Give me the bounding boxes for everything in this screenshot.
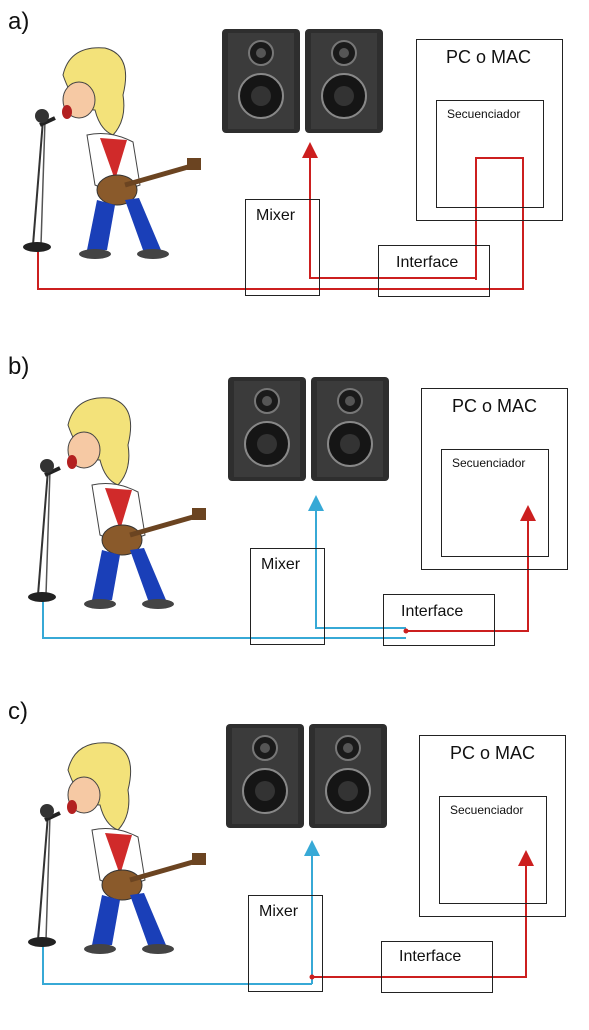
pc-label: PC o MAC — [450, 743, 536, 763]
panel-c: c) — [0, 690, 589, 1030]
studio-monitor-speaker-icon — [222, 29, 300, 133]
mixer-box — [245, 199, 320, 296]
pc-label: PC o MAC — [452, 396, 538, 416]
mixer-label: Mixer — [259, 903, 299, 920]
mixer-label: Mixer — [261, 556, 301, 573]
monitor-output-red — [302, 142, 476, 279]
sequencer-box — [441, 449, 549, 557]
interface-label: Interface — [401, 603, 464, 620]
singer-guitarist-illustration — [15, 40, 205, 270]
studio-monitor-speaker-icon — [305, 29, 383, 133]
signal-wiring — [42, 495, 536, 639]
microphone-stand-icon — [28, 459, 61, 602]
mic-cable-blue — [42, 945, 312, 985]
panel-label: c) — [8, 698, 28, 725]
pc-box — [421, 388, 568, 570]
pc-label: PC o MAC — [446, 47, 532, 67]
mixer-box — [248, 895, 323, 992]
pc-box — [416, 39, 563, 221]
interface-box — [383, 594, 495, 646]
singer-guitarist-illustration — [20, 390, 210, 620]
pc-box — [419, 735, 566, 917]
signal-wiring — [37, 142, 524, 290]
studio-monitor-speaker-icon — [309, 724, 387, 828]
sequencer-label: Secuenciador — [452, 456, 526, 470]
mixer-to-pc-red — [312, 850, 534, 978]
signal-wiring — [42, 840, 534, 985]
sequencer-box — [439, 796, 547, 904]
interface-label: Interface — [399, 948, 462, 965]
mic-cable-red — [37, 157, 524, 290]
studio-monitor-speaker-icon — [228, 377, 306, 481]
interface-to-pc-red — [406, 505, 536, 632]
studio-monitor-speaker-icon — [311, 377, 389, 481]
singer-guitarist-illustration — [20, 735, 210, 965]
sequencer-label: Secuenciador — [450, 803, 524, 817]
interface-label: Interface — [396, 254, 459, 271]
panel-b: b) — [0, 345, 589, 685]
mixer-box — [250, 548, 325, 645]
microphone-stand-icon — [28, 804, 61, 947]
studio-monitor-speaker-icon — [226, 724, 304, 828]
panel-label: b) — [8, 353, 30, 380]
mic-cable-blue — [42, 600, 406, 639]
panel-a: a) — [0, 0, 589, 340]
sequencer-box — [436, 100, 544, 208]
sequencer-label: Secuenciador — [447, 107, 521, 121]
interface-box — [381, 941, 493, 993]
monitor-output-blue — [308, 495, 406, 629]
microphone-stand-icon — [23, 109, 56, 252]
mixer-label: Mixer — [256, 207, 296, 224]
interface-box — [378, 245, 490, 297]
panel-label: a) — [8, 8, 30, 35]
